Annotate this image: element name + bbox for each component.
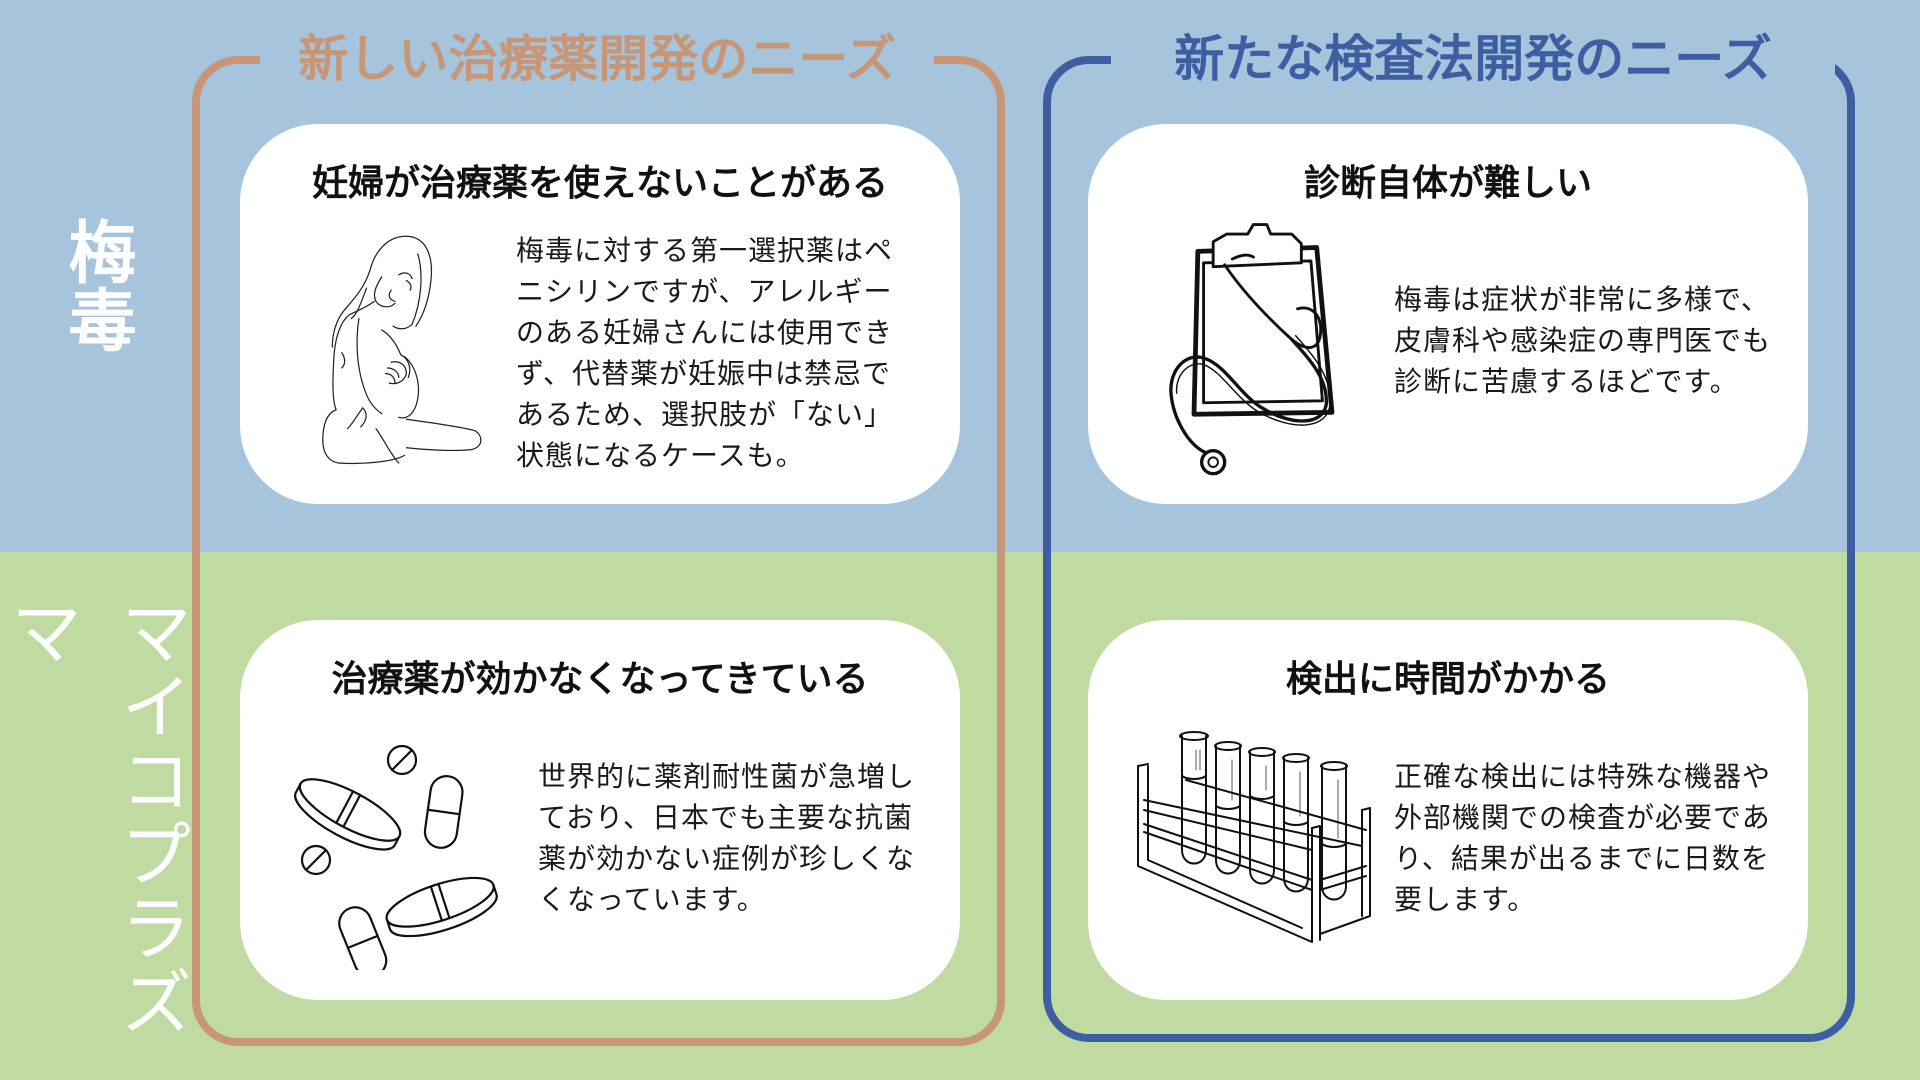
card-title: 検出に時間がかかる bbox=[1285, 659, 1610, 700]
drug-development-column-title: 新しい治療薬開発のニーズ bbox=[260, 14, 934, 104]
card-body: 世界的に薬剤耐性菌が急増し ており、日本でも主要な抗菌 薬が効かない症例が珍しく… bbox=[538, 760, 916, 916]
test-tube-rack-illustration-icon bbox=[1126, 720, 1376, 950]
row-label-mycoplasma: マイコプラズマ bbox=[0, 595, 192, 1039]
card-body: 梅毒は症状が非常に多様で、 皮膚科や感染症の専門医でも 診断に苦慮するほどです。 bbox=[1394, 283, 1772, 398]
card-title: 治療薬が効かなくなってきている bbox=[331, 659, 869, 700]
drug-development-column-frame: 新しい治療薬開発のニーズ bbox=[192, 14, 1005, 1046]
pregnant-woman-illustration-icon bbox=[300, 218, 490, 478]
card-detection-time: 検出に時間がかかる bbox=[1088, 620, 1808, 1000]
row-label-syphilis: 梅毒 bbox=[56, 217, 135, 353]
test-development-column-title: 新たな検査法開発のニーズ bbox=[1111, 14, 1835, 104]
card-drug-resistance: 治療薬が効かなくなってきている bbox=[240, 620, 960, 1000]
card-pregnant-women: 妊婦が治療薬を使えないことがある 梅毒に対する第一選択薬はペ ニシリンですが、ア… bbox=[240, 124, 960, 504]
pills-illustration-icon bbox=[290, 730, 510, 970]
card-body: 梅毒に対する第一選択薬はペ ニシリンですが、アレルギー のある妊婦さんには使用で… bbox=[516, 234, 894, 472]
clipboard-stethoscope-illustration-icon bbox=[1148, 216, 1378, 486]
card-title: 妊婦が治療薬を使えないことがある bbox=[311, 163, 888, 204]
card-title: 診断自体が難しい bbox=[1303, 163, 1592, 204]
card-body: 正確な検出には特殊な機器や 外部機関での検査が必要であ り、結果が出るまでに日数… bbox=[1394, 760, 1772, 916]
card-diagnosis-difficult: 診断自体が難しい 梅毒は症状が非常に多様で、 皮膚科や感染症の専門医でも 診断に… bbox=[1088, 124, 1808, 504]
test-development-column-frame: 新たな検査法開発のニーズ bbox=[1043, 14, 1855, 1042]
